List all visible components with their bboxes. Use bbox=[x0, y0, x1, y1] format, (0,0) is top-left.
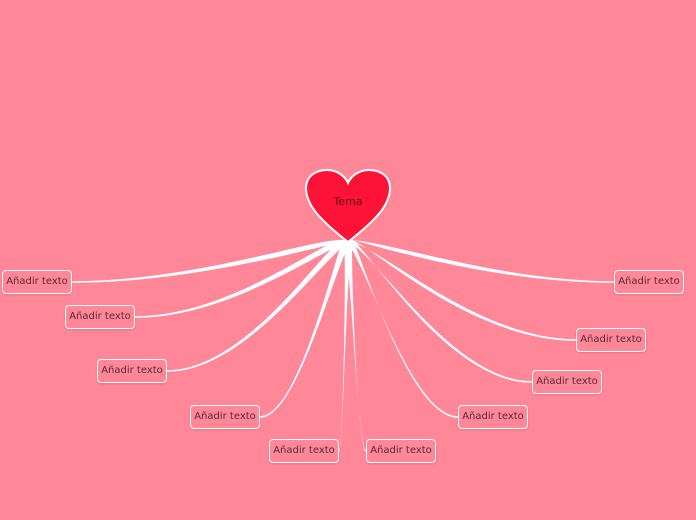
branch-line bbox=[343, 239, 614, 283]
subtopic-node[interactable]: Añadir texto bbox=[97, 359, 167, 383]
subtopic-node[interactable]: Añadir texto bbox=[458, 405, 528, 429]
branch-line bbox=[260, 240, 353, 418]
central-heart-shape[interactable] bbox=[304, 168, 392, 244]
branch-line bbox=[167, 240, 353, 372]
branch-line bbox=[343, 240, 576, 341]
branch-line bbox=[343, 240, 458, 418]
subtopic-node[interactable]: Añadir texto bbox=[532, 370, 602, 394]
central-topic-label[interactable]: Tema bbox=[333, 195, 363, 208]
subtopic-node[interactable]: Añadir texto bbox=[614, 270, 684, 294]
branch-line bbox=[343, 240, 366, 452]
branch-line bbox=[339, 240, 353, 452]
subtopic-node[interactable]: Añadir texto bbox=[65, 305, 135, 329]
branch-line bbox=[72, 239, 353, 283]
subtopic-node[interactable]: Añadir texto bbox=[269, 439, 339, 463]
branch-lines bbox=[72, 239, 614, 452]
subtopic-node[interactable]: Añadir texto bbox=[366, 439, 436, 463]
branch-line bbox=[135, 239, 353, 318]
subtopic-node[interactable]: Añadir texto bbox=[576, 328, 646, 352]
subtopic-node[interactable]: Añadir texto bbox=[2, 270, 72, 294]
subtopic-node[interactable]: Añadir texto bbox=[190, 405, 260, 429]
